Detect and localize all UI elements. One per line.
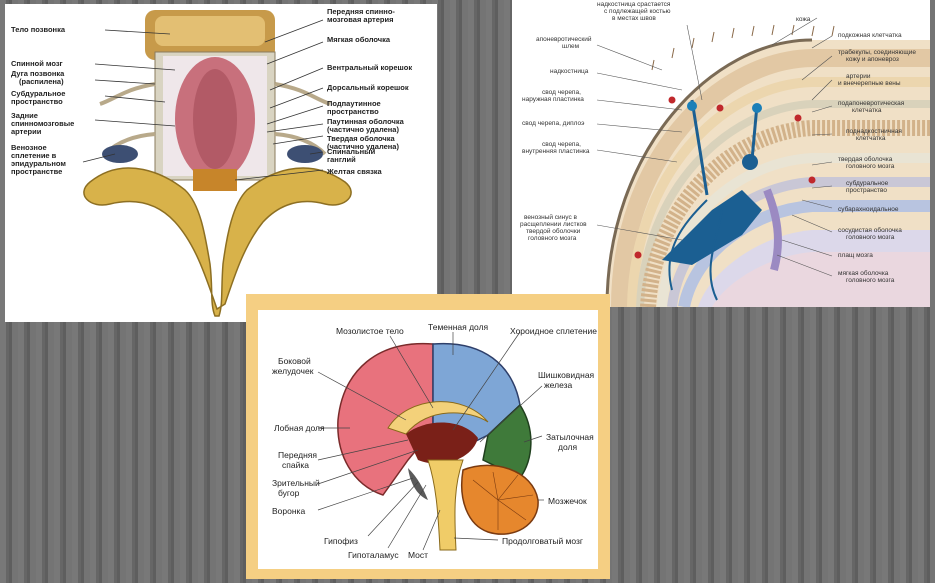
label-lateral-ventricle-line1: Боковой (278, 356, 311, 366)
label-diploe: свод черепа, диплоэ (522, 120, 584, 127)
yellow-ligament-shape (193, 169, 237, 191)
venous-plexus-right (287, 145, 323, 163)
label-optic-line1: Зрительный (272, 478, 320, 488)
label-frontal-lobe: Лобная доля (274, 423, 325, 433)
pituitary-shape (408, 468, 428, 500)
label-sinus-line1: венозный синус в (524, 214, 577, 221)
label-pia-line1: мягкая оболочка (838, 270, 888, 277)
label-periosteum-sutures-line1: надкостница срастается (597, 1, 670, 8)
label-outer-plate-line2: наружная пластинка (522, 96, 584, 103)
label-parietal-lobe: Теменная доля (428, 322, 488, 332)
label-subaponeurotic-line1: подапоневротическая (838, 100, 904, 107)
label-trabeculae-line2: кожу и апоневроз (846, 56, 899, 63)
label-subcutaneous: подкожная клетчатка (838, 32, 902, 39)
scalp-meninges-diagram: надкостница срастается с подлежащей кост… (512, 0, 930, 307)
label-arachnoid-line2: (частично удалена) (327, 126, 399, 134)
label-occipital-line2: доля (558, 442, 577, 452)
label-ganglion-line2: ганглий (327, 156, 356, 164)
label-subperiosteal-line1: поднадкостничная (846, 128, 902, 135)
label-anterior-artery-line2: мозговая артерия (327, 16, 393, 24)
label-spinal-cord: Спинной мозг (11, 60, 63, 68)
label-cloak: плащ мозга (838, 252, 873, 259)
label-subarachnoid-line2: пространство (327, 108, 379, 116)
label-pia-line2: головного мозга (846, 277, 894, 284)
label-dura-line1: твердая оболочка (838, 156, 892, 163)
label-infundibulum: Воронка (272, 506, 305, 516)
label-pineal-line2: железа (544, 380, 572, 390)
label-anterior-commissure-line1: Передняя (278, 450, 317, 460)
label-medulla: Продолговатый мозг (502, 536, 583, 546)
label-anterior-commissure-line2: спайка (282, 460, 309, 470)
brain-sagittal-diagram: Мозолистое тело Теменная доля Хороидное … (246, 294, 610, 579)
brain-diagram-canvas: Мозолистое тело Теменная доля Хороидное … (258, 310, 598, 569)
label-vascular-line2: головного мозга (846, 234, 894, 241)
label-sinus-line2: расщеплении листков (520, 221, 587, 228)
label-arteries-line1: артерии (846, 73, 870, 80)
venous-plexus-left (102, 145, 138, 163)
label-subaponeurotic-line2: клетчатка (852, 107, 882, 114)
label-aponeurotic-line2: шлем (562, 43, 579, 50)
label-yellow-ligament: Желтая связка (327, 168, 382, 176)
label-posterior-arteries-line3: артерии (11, 128, 41, 136)
label-sinus-line4: головного мозга (528, 235, 576, 242)
brainstem-shape (428, 460, 463, 550)
label-subperiosteal-line2: клетчатка (856, 135, 886, 142)
label-skin: кожа (796, 16, 810, 23)
label-hypothalamus: Гипоталамус (348, 550, 399, 560)
label-aponeurotic-line1: апоневротический (536, 36, 591, 43)
label-arch-line2: (распилена) (19, 78, 64, 86)
label-periosteum: надкостница (550, 68, 588, 75)
label-inner-plate-line1: свод черепа, (542, 141, 581, 148)
label-pineal-line1: Шишковидная (538, 370, 594, 380)
label-trabeculae-line1: трабекулы, соединяющие (838, 49, 916, 56)
label-dorsal-root: Дорсальный корешок (327, 84, 409, 92)
label-inner-plate-line2: внутренняя пластинка (522, 148, 590, 155)
label-subarachnoid: субарахноидальное (838, 206, 898, 213)
label-occipital-line1: Затылочная (546, 432, 594, 442)
label-vertebral-body: Тело позвонка (11, 26, 65, 34)
label-pons: Мост (408, 550, 428, 560)
label-sinus-line3: твердой оболочки (526, 228, 580, 235)
label-pia-mater: Мягкая оболочка (327, 36, 390, 44)
label-dura-line2: головного мозга (846, 163, 894, 170)
label-lateral-ventricle-line2: желудочек (272, 366, 313, 376)
label-optic-line2: бугор (278, 488, 299, 498)
label-arteries-line2: и внечерепные вены (838, 80, 901, 87)
label-subdural-line1: субдуральное (846, 180, 888, 187)
label-subdural-line2: пространство (846, 187, 887, 194)
spinal-cord-diagram: Тело позвонка Передняя спинно- мозговая … (5, 4, 437, 322)
label-cerebellum: Мозжечок (548, 496, 587, 506)
label-venous-line4: пространстве (11, 168, 62, 176)
vertebra-illustration (5, 4, 437, 322)
label-periosteum-sutures-line2: с подлежащей костью (604, 8, 671, 15)
label-outer-plate-line1: свод черепа, (542, 89, 581, 96)
label-vascular-line1: сосудистая оболочка (838, 227, 902, 234)
label-pituitary: Гипофиз (324, 536, 358, 546)
label-subdural-line2: пространство (11, 98, 63, 106)
label-ventral-root: Вентральный корешок (327, 64, 412, 72)
label-choroid-plexus: Хороидное сплетение (510, 326, 597, 336)
label-periosteum-sutures-line3: в местах швов (612, 15, 656, 22)
label-corpus-callosum: Мозолистое тело (336, 326, 404, 336)
